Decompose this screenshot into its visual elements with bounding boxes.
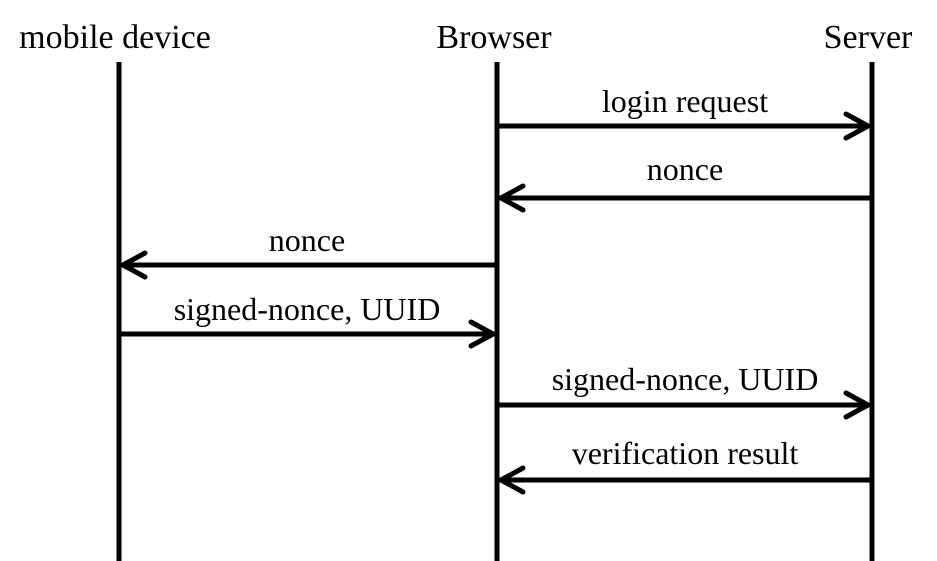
participant-label-mobile: mobile device — [19, 19, 211, 56]
message-login-request: login request — [497, 83, 871, 141]
message-label: nonce — [269, 222, 345, 258]
message-label: login request — [602, 83, 768, 119]
message-signed-nonce-to-server: signed-nonce, UUID — [497, 361, 871, 420]
message-signed-nonce-to-browser: signed-nonce, UUID — [119, 291, 496, 349]
participant-label-browser: Browser — [436, 19, 552, 56]
arrow-head-left-icon — [120, 250, 148, 280]
arrow-head-left-icon — [498, 465, 526, 495]
message-label: signed-nonce, UUID — [552, 361, 819, 397]
participant-label-server: Server — [824, 19, 913, 56]
message-label: nonce — [647, 151, 723, 187]
arrow-head-left-icon — [498, 183, 526, 213]
arrow-head-right-icon — [843, 111, 871, 141]
message-label: verification result — [572, 435, 799, 471]
arrow-head-right-icon — [843, 390, 871, 420]
message-nonce-to-mobile: nonce — [120, 222, 497, 280]
message-label: signed-nonce, UUID — [174, 291, 441, 327]
arrow-head-right-icon — [468, 319, 496, 349]
message-nonce-to-browser: nonce — [498, 151, 872, 213]
message-verification-result: verification result — [498, 435, 872, 495]
